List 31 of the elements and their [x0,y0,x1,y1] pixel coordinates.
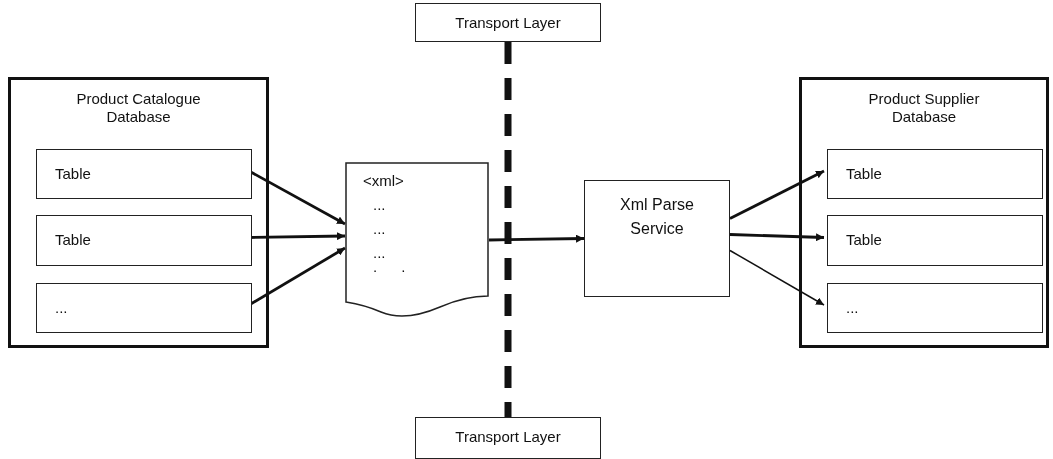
table-box [827,149,1043,199]
xml-document [345,162,489,318]
layer-box [415,417,601,459]
table-label: ... [55,299,68,317]
table-label: Table [55,231,91,249]
xml-tag: <xml> [363,172,404,190]
service-box [584,180,730,297]
table-box [36,149,252,199]
table-label: Table [846,165,882,183]
database-container [799,77,1049,348]
arrow [729,169,825,220]
table-label: Table [846,231,882,249]
layer-box [415,3,601,42]
table-box [36,283,252,333]
database-title: Product Supplier Database [867,90,981,126]
service-label: Xml Parse Service [619,195,695,239]
table-label: Table [55,165,91,183]
table-label: ... [846,299,859,317]
database-container [8,77,269,348]
arrow [729,233,825,242]
arrow [729,249,825,306]
table-box [827,283,1043,333]
ellipsis-text: ... [373,220,386,238]
arrow [488,234,585,243]
layer-label: Transport Layer [454,14,562,32]
table-box [36,215,252,266]
ellipsis-text: ... [373,196,386,214]
dashed-divider-line [504,42,512,417]
table-box [827,215,1043,266]
database-title: Product Catalogue Database [75,90,202,126]
layer-label: Transport Layer [454,428,562,446]
